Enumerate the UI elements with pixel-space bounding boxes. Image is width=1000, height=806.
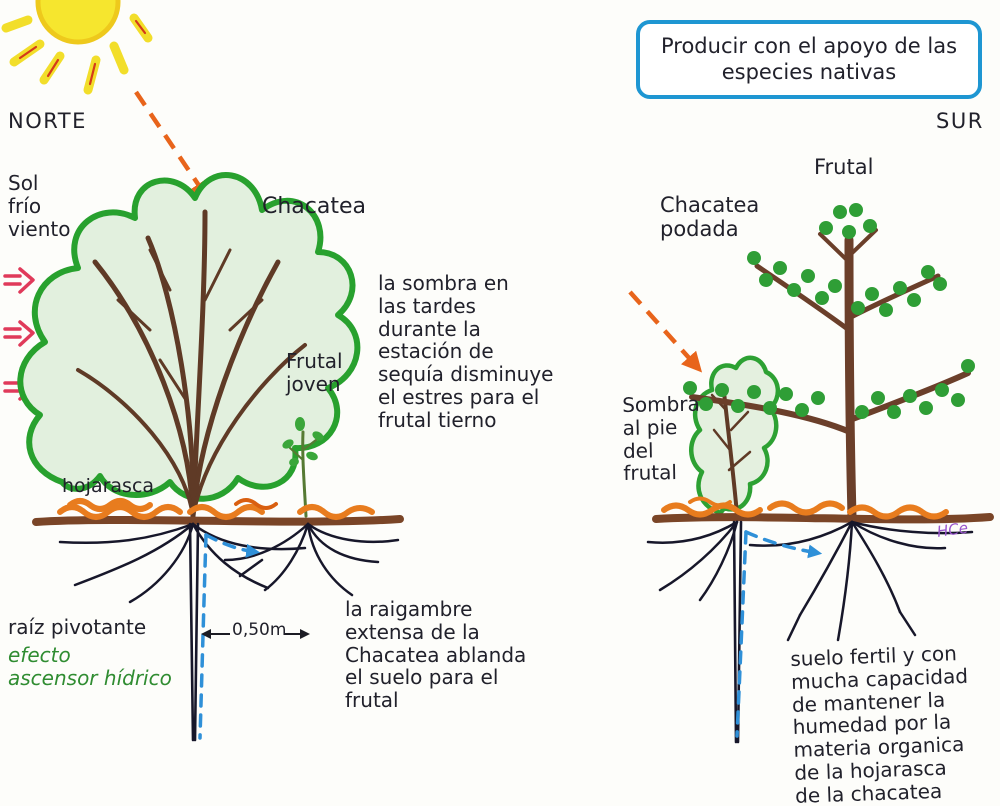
sun-icon	[1, 0, 153, 95]
diagram-title: Producir con el apoyo de las especies na…	[660, 34, 958, 85]
taproot-label: raíz pivotante	[8, 615, 147, 639]
chacatea-label: Chacatea	[262, 194, 367, 219]
taproot-left	[188, 522, 200, 742]
measure-label: 0,50m	[232, 620, 287, 640]
taproot-right	[732, 520, 743, 744]
climate-label: Sol frío viento	[8, 171, 71, 241]
roots-left	[58, 522, 400, 604]
roots-right	[646, 520, 974, 642]
chacatea-bush	[17, 172, 361, 502]
ground-line-left	[32, 515, 404, 526]
compass-north-label: NORTE	[8, 109, 87, 133]
frutal-leaves	[683, 203, 975, 419]
sombra-note: Sombra al pie del frutal	[621, 391, 700, 486]
taproot-effect-label: efecto ascensor hídrico	[8, 643, 172, 690]
sunlight-dashed-arrow-left	[134, 90, 210, 202]
chacatea-branches	[76, 209, 307, 519]
shade-note: la sombra en las tardes durante la estac…	[378, 271, 554, 432]
raigambre-note: la raigambre extensa de la Chacatea abla…	[345, 597, 527, 713]
hojarasca-right	[661, 496, 949, 520]
frutal-label: Frutal	[814, 155, 874, 179]
hojarasca-left	[57, 498, 375, 520]
chacatea-podada-label: Chacatea podada	[660, 193, 760, 241]
compass-south-label: SUR	[936, 109, 984, 133]
frutal-tree	[683, 203, 975, 521]
hojarasca-label: hojarasca	[62, 475, 155, 497]
frutal-joven-label: Frutal joven	[286, 349, 343, 396]
sunlight-dashed-arrow-right	[628, 290, 703, 373]
water-dashed-line-right	[735, 530, 823, 738]
soil-note: suelo fertil y con mucha capacidad de ma…	[789, 641, 969, 806]
title-box: Producir con el apoyo de las especies na…	[636, 20, 982, 99]
